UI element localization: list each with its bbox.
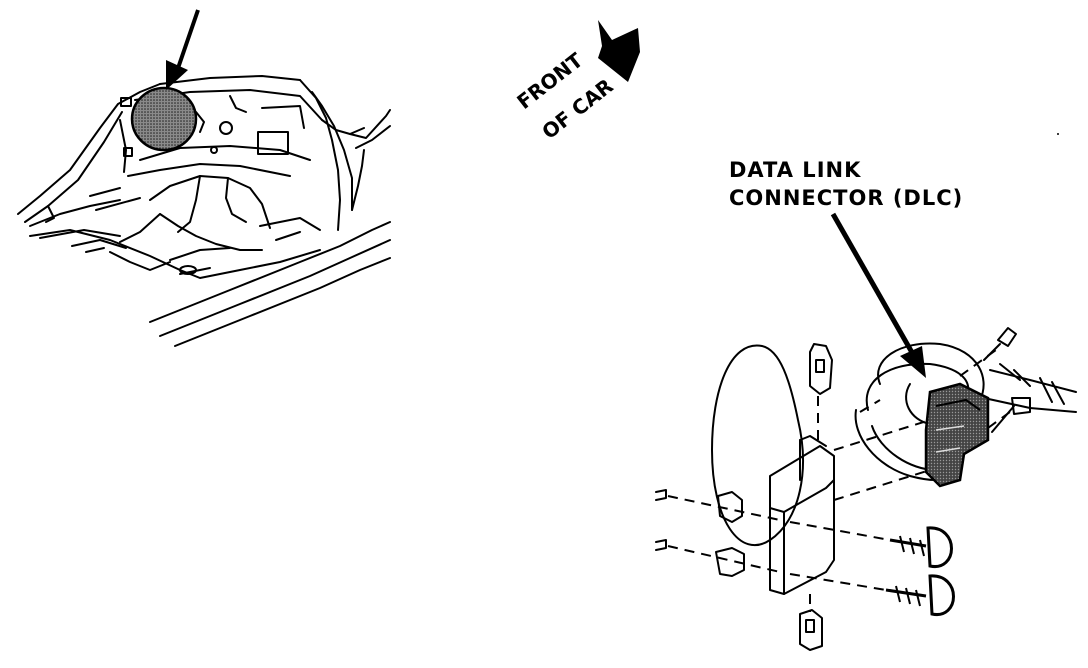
mounting-bolt-upper	[889, 526, 953, 568]
alignment-lines	[667, 349, 1011, 612]
speck	[1057, 133, 1059, 135]
dlc-label-line2: CONNECTOR (DLC)	[729, 186, 964, 210]
dlc-label: DATA LINK CONNECTOR (DLC)	[729, 156, 963, 212]
dlc-location-highlight	[130, 86, 198, 152]
mounting-assembly	[655, 327, 1077, 651]
dlc-label-line1: DATA LINK	[729, 158, 862, 182]
car-interior-view	[17, 75, 391, 347]
mounting-bolt-lower	[885, 574, 955, 616]
dlc-callout-arrow	[830, 212, 926, 378]
front-arrow-icon	[598, 20, 640, 82]
dlc-connector	[924, 382, 990, 488]
callout-arrow-icon	[166, 9, 200, 90]
